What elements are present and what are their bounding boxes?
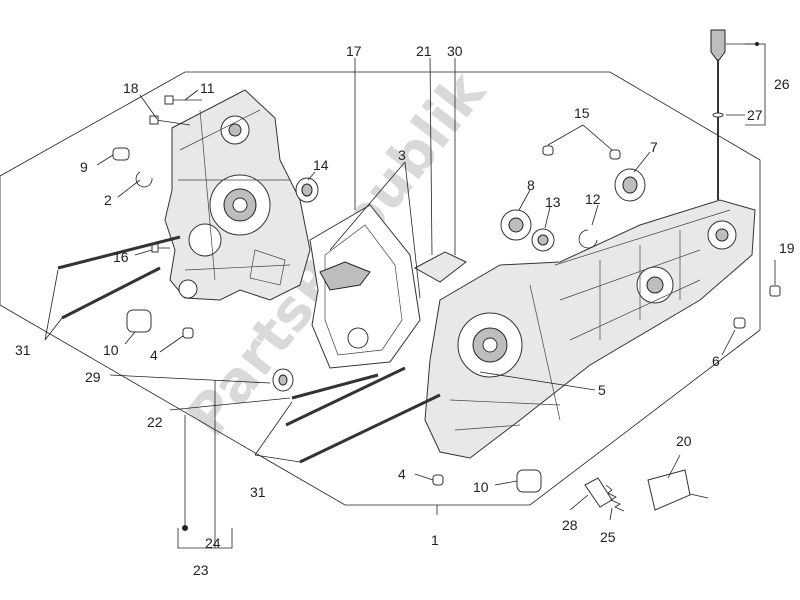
callout-29: 29 (85, 369, 101, 385)
callout-27: 27 (747, 107, 763, 123)
callout-23: 23 (193, 562, 209, 578)
callout-21: 21 (416, 43, 432, 59)
bearing-14 (295, 177, 319, 203)
callout-5: 5 (598, 382, 606, 398)
terminal-dot (755, 42, 759, 46)
dowel-6 (733, 317, 746, 329)
circlip-12 (578, 229, 598, 249)
callout-17: 17 (346, 43, 362, 59)
right-crankcase-half (424, 199, 756, 459)
assembly-outline (0, 71, 761, 506)
callout-25: 25 (600, 529, 616, 545)
dowel-4a (182, 327, 194, 339)
bush-9 (112, 147, 130, 161)
callout-1: 1 (431, 532, 439, 548)
callout-7: 7 (650, 139, 658, 155)
bearing-8 (500, 209, 532, 241)
dowel-15b (609, 149, 621, 160)
callout-4: 4 (150, 347, 158, 363)
crankcase-gasket (309, 204, 421, 369)
callout-11: 11 (200, 80, 215, 96)
dowel-15a (542, 145, 554, 156)
callout-28: 28 (562, 517, 578, 533)
callout-31: 31 (250, 484, 266, 500)
callout-10: 10 (473, 479, 489, 495)
leader-lines (44, 43, 776, 549)
plate-20 (647, 469, 691, 511)
callout-3: 3 (398, 147, 406, 163)
dowel-4b (432, 474, 444, 486)
terminal-dot (182, 525, 188, 531)
callout-12: 12 (585, 191, 601, 207)
callout-31: 31 (15, 342, 31, 358)
callout-19: 19 (779, 240, 795, 256)
callout-18: 18 (123, 80, 139, 96)
callout-6: 6 (712, 353, 720, 369)
callout-2: 2 (104, 192, 112, 208)
callout-22: 22 (147, 414, 163, 430)
stud-31-group-left (57, 235, 441, 464)
callout-14: 14 (313, 157, 329, 173)
bolt-18 (155, 119, 191, 126)
seal-29 (272, 368, 294, 392)
small-gasket (413, 251, 467, 283)
callout-8: 8 (527, 177, 535, 193)
dipstick-26 (710, 29, 726, 200)
callout-9: 9 (80, 159, 88, 175)
seal-13 (531, 228, 555, 252)
bearing-7 (614, 168, 646, 202)
callout-30: 30 (447, 43, 463, 59)
callout-24: 24 (205, 535, 221, 551)
silent-block-10b (516, 469, 542, 493)
callout-10: 10 (103, 342, 119, 358)
nut-19 (769, 285, 781, 297)
plunger-28 (584, 477, 613, 508)
callout-16: 16 (113, 249, 129, 265)
callout-15: 15 (574, 105, 590, 121)
left-crankcase-half (164, 89, 311, 301)
callout-4: 4 (398, 466, 406, 482)
silent-block-10a (126, 309, 152, 333)
circlip-2 (135, 171, 153, 188)
callout-26: 26 (774, 76, 790, 92)
callout-20: 20 (676, 433, 692, 449)
spring-25 (605, 484, 625, 512)
callout-13: 13 (545, 194, 561, 210)
